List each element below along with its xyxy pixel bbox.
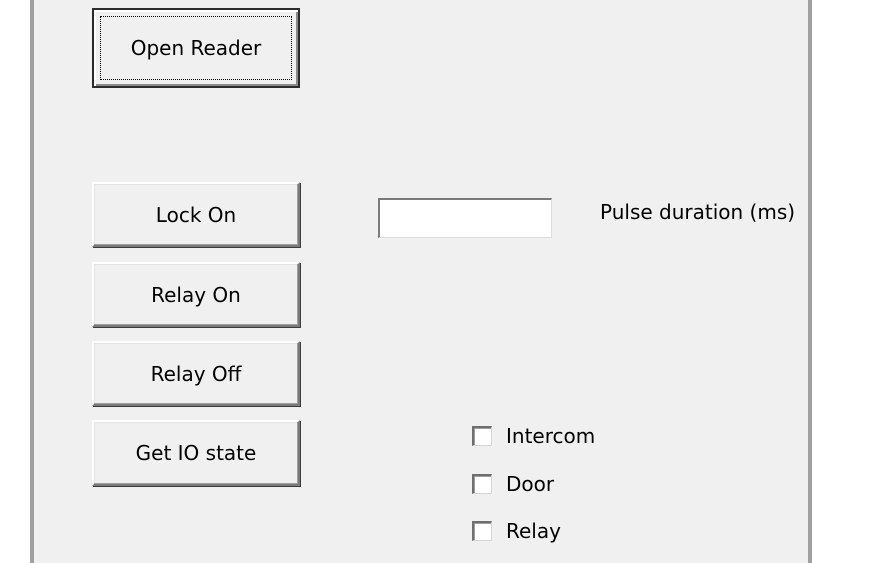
pulse-duration-input[interactable]: [378, 198, 552, 238]
door-checkbox[interactable]: Door: [472, 470, 554, 498]
relay-off-button[interactable]: Relay Off: [92, 341, 300, 406]
pulse-duration-label: Pulse duration (ms): [600, 200, 796, 224]
door-label: Door: [506, 472, 555, 496]
get-io-state-label: Get IO state: [135, 441, 257, 465]
open-reader-label: Open Reader: [130, 36, 262, 60]
relay-label: Relay: [506, 519, 561, 543]
checkbox-box[interactable]: [472, 474, 492, 494]
intercom-label: Intercom: [506, 424, 596, 448]
dialog-panel: Open Reader Lock On Relay On Relay Off G…: [30, 0, 812, 563]
lock-on-label: Lock On: [155, 202, 237, 227]
intercom-checkbox[interactable]: Intercom: [472, 422, 595, 450]
open-reader-button[interactable]: Open Reader: [92, 8, 300, 88]
relay-checkbox[interactable]: Relay: [472, 517, 561, 545]
focus-rectangle: [100, 16, 292, 80]
relay-off-label: Relay Off: [150, 361, 242, 386]
lock-on-button[interactable]: Lock On: [92, 182, 300, 247]
checkbox-box[interactable]: [472, 521, 492, 541]
relay-on-button[interactable]: Relay On: [92, 262, 300, 327]
get-io-state-button[interactable]: Get IO state: [92, 420, 300, 486]
checkbox-box[interactable]: [472, 426, 492, 446]
relay-on-label: Relay On: [151, 282, 241, 307]
